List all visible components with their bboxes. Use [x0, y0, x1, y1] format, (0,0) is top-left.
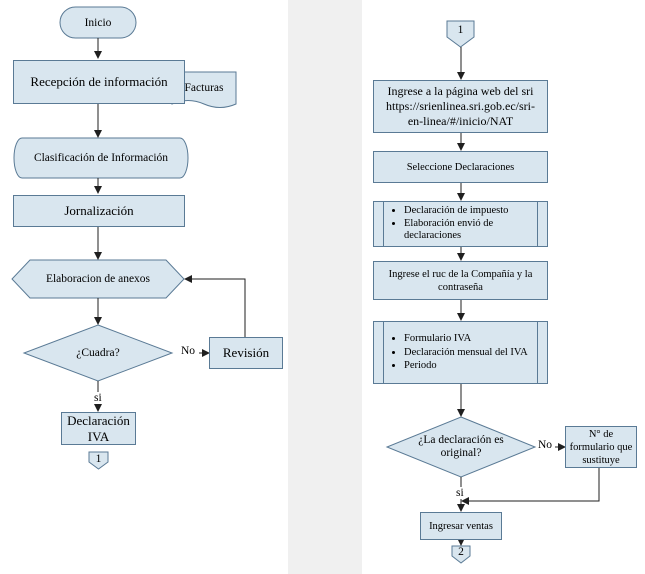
- sales-label: Ingresar ventas: [429, 520, 493, 532]
- arrow-form-merge: [461, 468, 600, 505]
- right-connector-in-label: 1: [457, 24, 464, 36]
- form-number-process: N° de formulario que sustituye: [565, 426, 637, 468]
- step3-left-bar: [383, 202, 384, 246]
- start-label: Inicio: [84, 16, 112, 29]
- step5-item: Declaración mensual del IVA: [404, 346, 528, 360]
- original-decision: ¿La declaración es original?: [387, 434, 535, 460]
- reception-label: Recepción de información: [30, 74, 168, 89]
- step4-line2: contraseña: [438, 281, 483, 293]
- left-connector-label: 1: [95, 453, 102, 465]
- step3-right-bar: [537, 202, 538, 246]
- sales-process: Ingresar ventas: [420, 512, 502, 540]
- step5-item: Formulario IVA: [404, 332, 528, 346]
- step2-label: Seleccione Declaraciones: [406, 161, 515, 173]
- declaration-line1: Declaración: [67, 412, 130, 428]
- right-offpage-connector-in: 1: [447, 24, 474, 37]
- step1-website-process: Ingrese a la página web del sri https://…: [373, 80, 548, 133]
- step5-left-bar: [383, 322, 384, 383]
- declaration-iva-process: Declaración IVA: [61, 412, 136, 445]
- form-line2: formulario que: [569, 441, 633, 453]
- right-no-text: No: [538, 439, 553, 451]
- panel-gap: [288, 0, 362, 574]
- step3-subprocess: Declaración de impuesto Elaboración envi…: [373, 201, 548, 247]
- classification-label: Clasificación de Información: [33, 152, 169, 164]
- left-offpage-connector: 1: [89, 453, 108, 466]
- right-yes-text: si: [456, 487, 464, 499]
- cuadra-decision-label: ¿Cuadra?: [76, 347, 120, 359]
- annexes-preparation-shape: [11, 259, 185, 299]
- decision-line1: ¿La declaración es: [418, 434, 504, 446]
- step2-declarations-process: Seleccione Declaraciones: [373, 151, 548, 183]
- cuadra-decision: ¿Cuadra?: [24, 345, 172, 361]
- journalization-process: Jornalización: [13, 195, 185, 227]
- step1-line2: https://srienlinea.sri.gob.ec/sri-: [386, 99, 535, 113]
- classification-storage: Clasificación de Información: [14, 150, 188, 166]
- review-process: Revisión: [209, 337, 283, 369]
- right-yes-label: si: [455, 487, 465, 499]
- annexes-preparation: Elaboracion de anexos: [12, 271, 184, 287]
- decision-line2: original?: [440, 447, 482, 459]
- step5-item: Periodo: [404, 359, 528, 373]
- annexes-label: Elaboracion de anexos: [45, 273, 151, 285]
- review-label: Revisión: [222, 345, 270, 360]
- journalization-label: Jornalización: [64, 203, 134, 218]
- left-yes-text: si: [94, 392, 102, 404]
- right-offpage-connector-in-shape: [446, 20, 475, 48]
- right-offpage-connector-out: 2: [452, 546, 470, 559]
- left-no-label: No: [181, 345, 195, 357]
- reception-process: Recepción de información: [13, 60, 185, 104]
- right-connector-out-label: 2: [458, 546, 464, 558]
- step3-list: Declaración de impuesto Elaboración envi…: [374, 205, 547, 243]
- step1-line1: Ingrese a la página web del sri: [387, 84, 534, 98]
- left-offpage-connector-shape: [88, 451, 109, 470]
- step5-right-bar: [537, 322, 538, 383]
- right-no-label: No: [538, 439, 552, 451]
- arrow-review-annexes: [184, 275, 246, 337]
- step3-item: Elaboración envió de declaraciones: [404, 218, 533, 243]
- step5-list: Formulario IVA Declaración mensual del I…: [374, 332, 542, 373]
- facturas-label: Facturas: [184, 82, 224, 94]
- facturas-document: Facturas: [172, 80, 236, 96]
- right-offpage-connector-out-shape: [451, 545, 471, 564]
- form-line3: sustituye: [582, 454, 620, 466]
- start-terminal: Inicio: [60, 7, 136, 38]
- left-no-text: No: [181, 345, 196, 357]
- form-line1: N° de: [588, 428, 614, 440]
- step4-ruc-process: Ingrese el ruc de la Compañía y la contr…: [373, 261, 548, 300]
- declaration-line2: IVA: [87, 428, 110, 444]
- classification-storage-shape: [13, 137, 189, 179]
- step3-item: Declaración de impuesto: [404, 205, 533, 218]
- left-yes-label: si: [93, 392, 103, 404]
- step4-line1: Ingrese el ruc de la Compañía y la: [388, 268, 533, 280]
- step1-line3: en-linea/#/inicio/NAT: [407, 114, 514, 128]
- step5-subprocess: Formulario IVA Declaración mensual del I…: [373, 321, 548, 384]
